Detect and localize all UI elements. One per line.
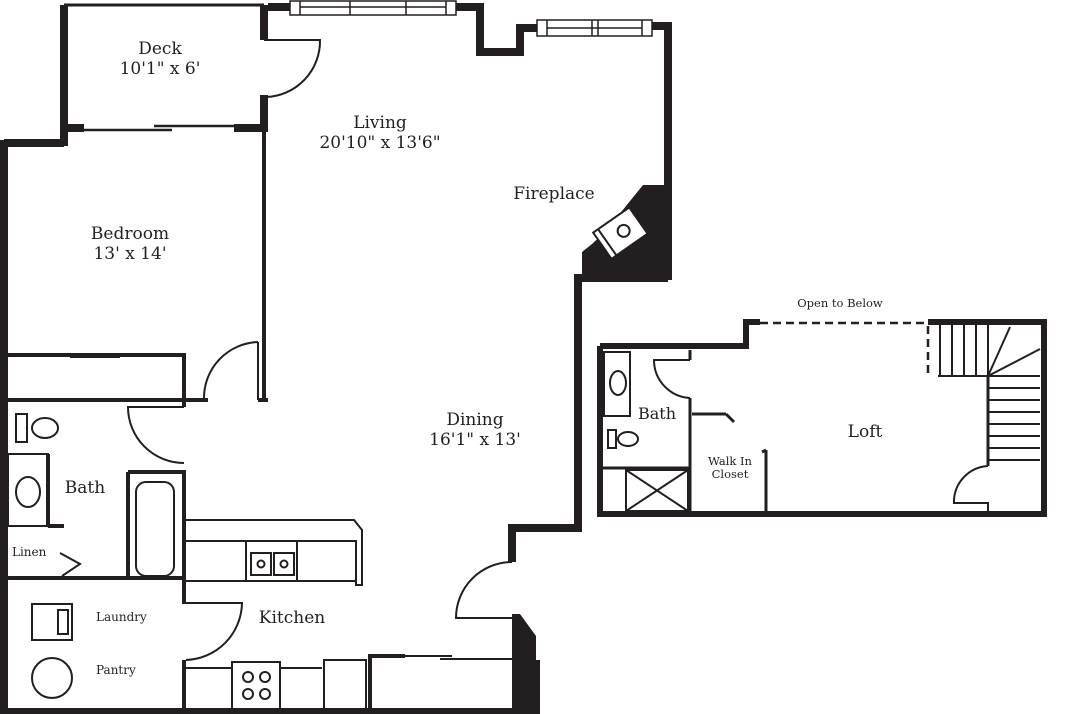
linen-label: Linen xyxy=(12,545,52,560)
fireplace-label: Fireplace xyxy=(508,184,600,205)
dining-dimensions: 16'1" x 13' xyxy=(429,429,521,450)
stairs-icon xyxy=(938,325,1041,466)
loft-bath-door xyxy=(652,359,691,399)
loft-name: Loft xyxy=(847,422,883,442)
entry-closet xyxy=(368,654,514,710)
dining-name: Dining xyxy=(446,410,504,430)
walk-in-closet-line2: Closet xyxy=(711,467,749,482)
stair-door xyxy=(952,465,989,511)
open-to-below-text: Open to Below xyxy=(797,296,883,310)
kitchen-label: Kitchen xyxy=(250,608,334,629)
kitchen-name: Kitchen xyxy=(258,608,326,628)
window-fireplace-side xyxy=(536,19,653,37)
entry-door xyxy=(454,561,513,619)
loft-exterior-walls xyxy=(597,319,1047,517)
main-bath-name: Bath xyxy=(64,478,106,498)
stove-icon xyxy=(242,671,271,700)
toilet-icon xyxy=(15,413,59,443)
fireplace-name: Fireplace xyxy=(513,184,595,204)
kitchen-counter-upper xyxy=(186,519,363,586)
deck-label: Deck 10'1" x 6' xyxy=(100,39,220,79)
loft-sink-icon xyxy=(603,351,631,417)
fireplace-icon xyxy=(591,206,649,261)
living-label: Living 20'10" x 13'6" xyxy=(300,113,460,153)
pantry-label: Pantry xyxy=(96,663,156,678)
main-bath-label: Bath xyxy=(60,478,110,499)
bedroom-closet xyxy=(4,353,208,402)
living-dimensions: 20'10" x 13'6" xyxy=(319,132,441,153)
loft-toilet-icon xyxy=(607,429,639,449)
window-living xyxy=(289,0,457,16)
loft-bath-walls xyxy=(602,350,768,512)
walk-in-closet-line1: Walk In xyxy=(708,454,752,468)
bathtub-icon xyxy=(135,481,175,577)
laundry-label: Laundry xyxy=(96,610,156,625)
deck-name: Deck xyxy=(138,39,182,59)
dining-label: Dining 16'1" x 13' xyxy=(405,410,545,450)
bedroom-dimensions: 13' x 14' xyxy=(93,243,167,264)
loft-bath-name: Bath xyxy=(637,404,677,423)
loft-bath-label: Bath xyxy=(634,404,680,423)
bedroom-door xyxy=(203,341,259,400)
sink-icon xyxy=(7,453,49,527)
deck-dimensions: 10'1" x 6' xyxy=(119,58,201,79)
pantry-name: Pantry xyxy=(96,663,136,677)
main-bath-door xyxy=(126,406,185,464)
living-name: Living xyxy=(353,113,407,133)
open-to-below-label: Open to Below xyxy=(780,296,900,310)
deck-sliding-door xyxy=(84,124,234,132)
kitchen-sink-icon xyxy=(250,552,295,576)
bedroom-name: Bedroom xyxy=(90,224,170,244)
kitchen-counter-lower xyxy=(186,659,367,711)
linen-name: Linen xyxy=(12,545,47,559)
main-exterior-walls xyxy=(0,3,672,714)
laundry-door xyxy=(184,602,244,661)
linen-door xyxy=(59,552,82,577)
walk-in-closet-label: Walk In Closet xyxy=(700,454,760,482)
open-to-below-rail xyxy=(760,321,930,376)
loft-label: Loft xyxy=(835,422,895,443)
laundry-name: Laundry xyxy=(96,610,147,624)
loft-shower-icon xyxy=(625,469,689,512)
water-heater-icon xyxy=(31,657,73,699)
bedroom-label: Bedroom 13' x 14' xyxy=(70,224,190,264)
deck-door xyxy=(264,39,322,98)
washer-dryer-icon xyxy=(31,603,73,641)
